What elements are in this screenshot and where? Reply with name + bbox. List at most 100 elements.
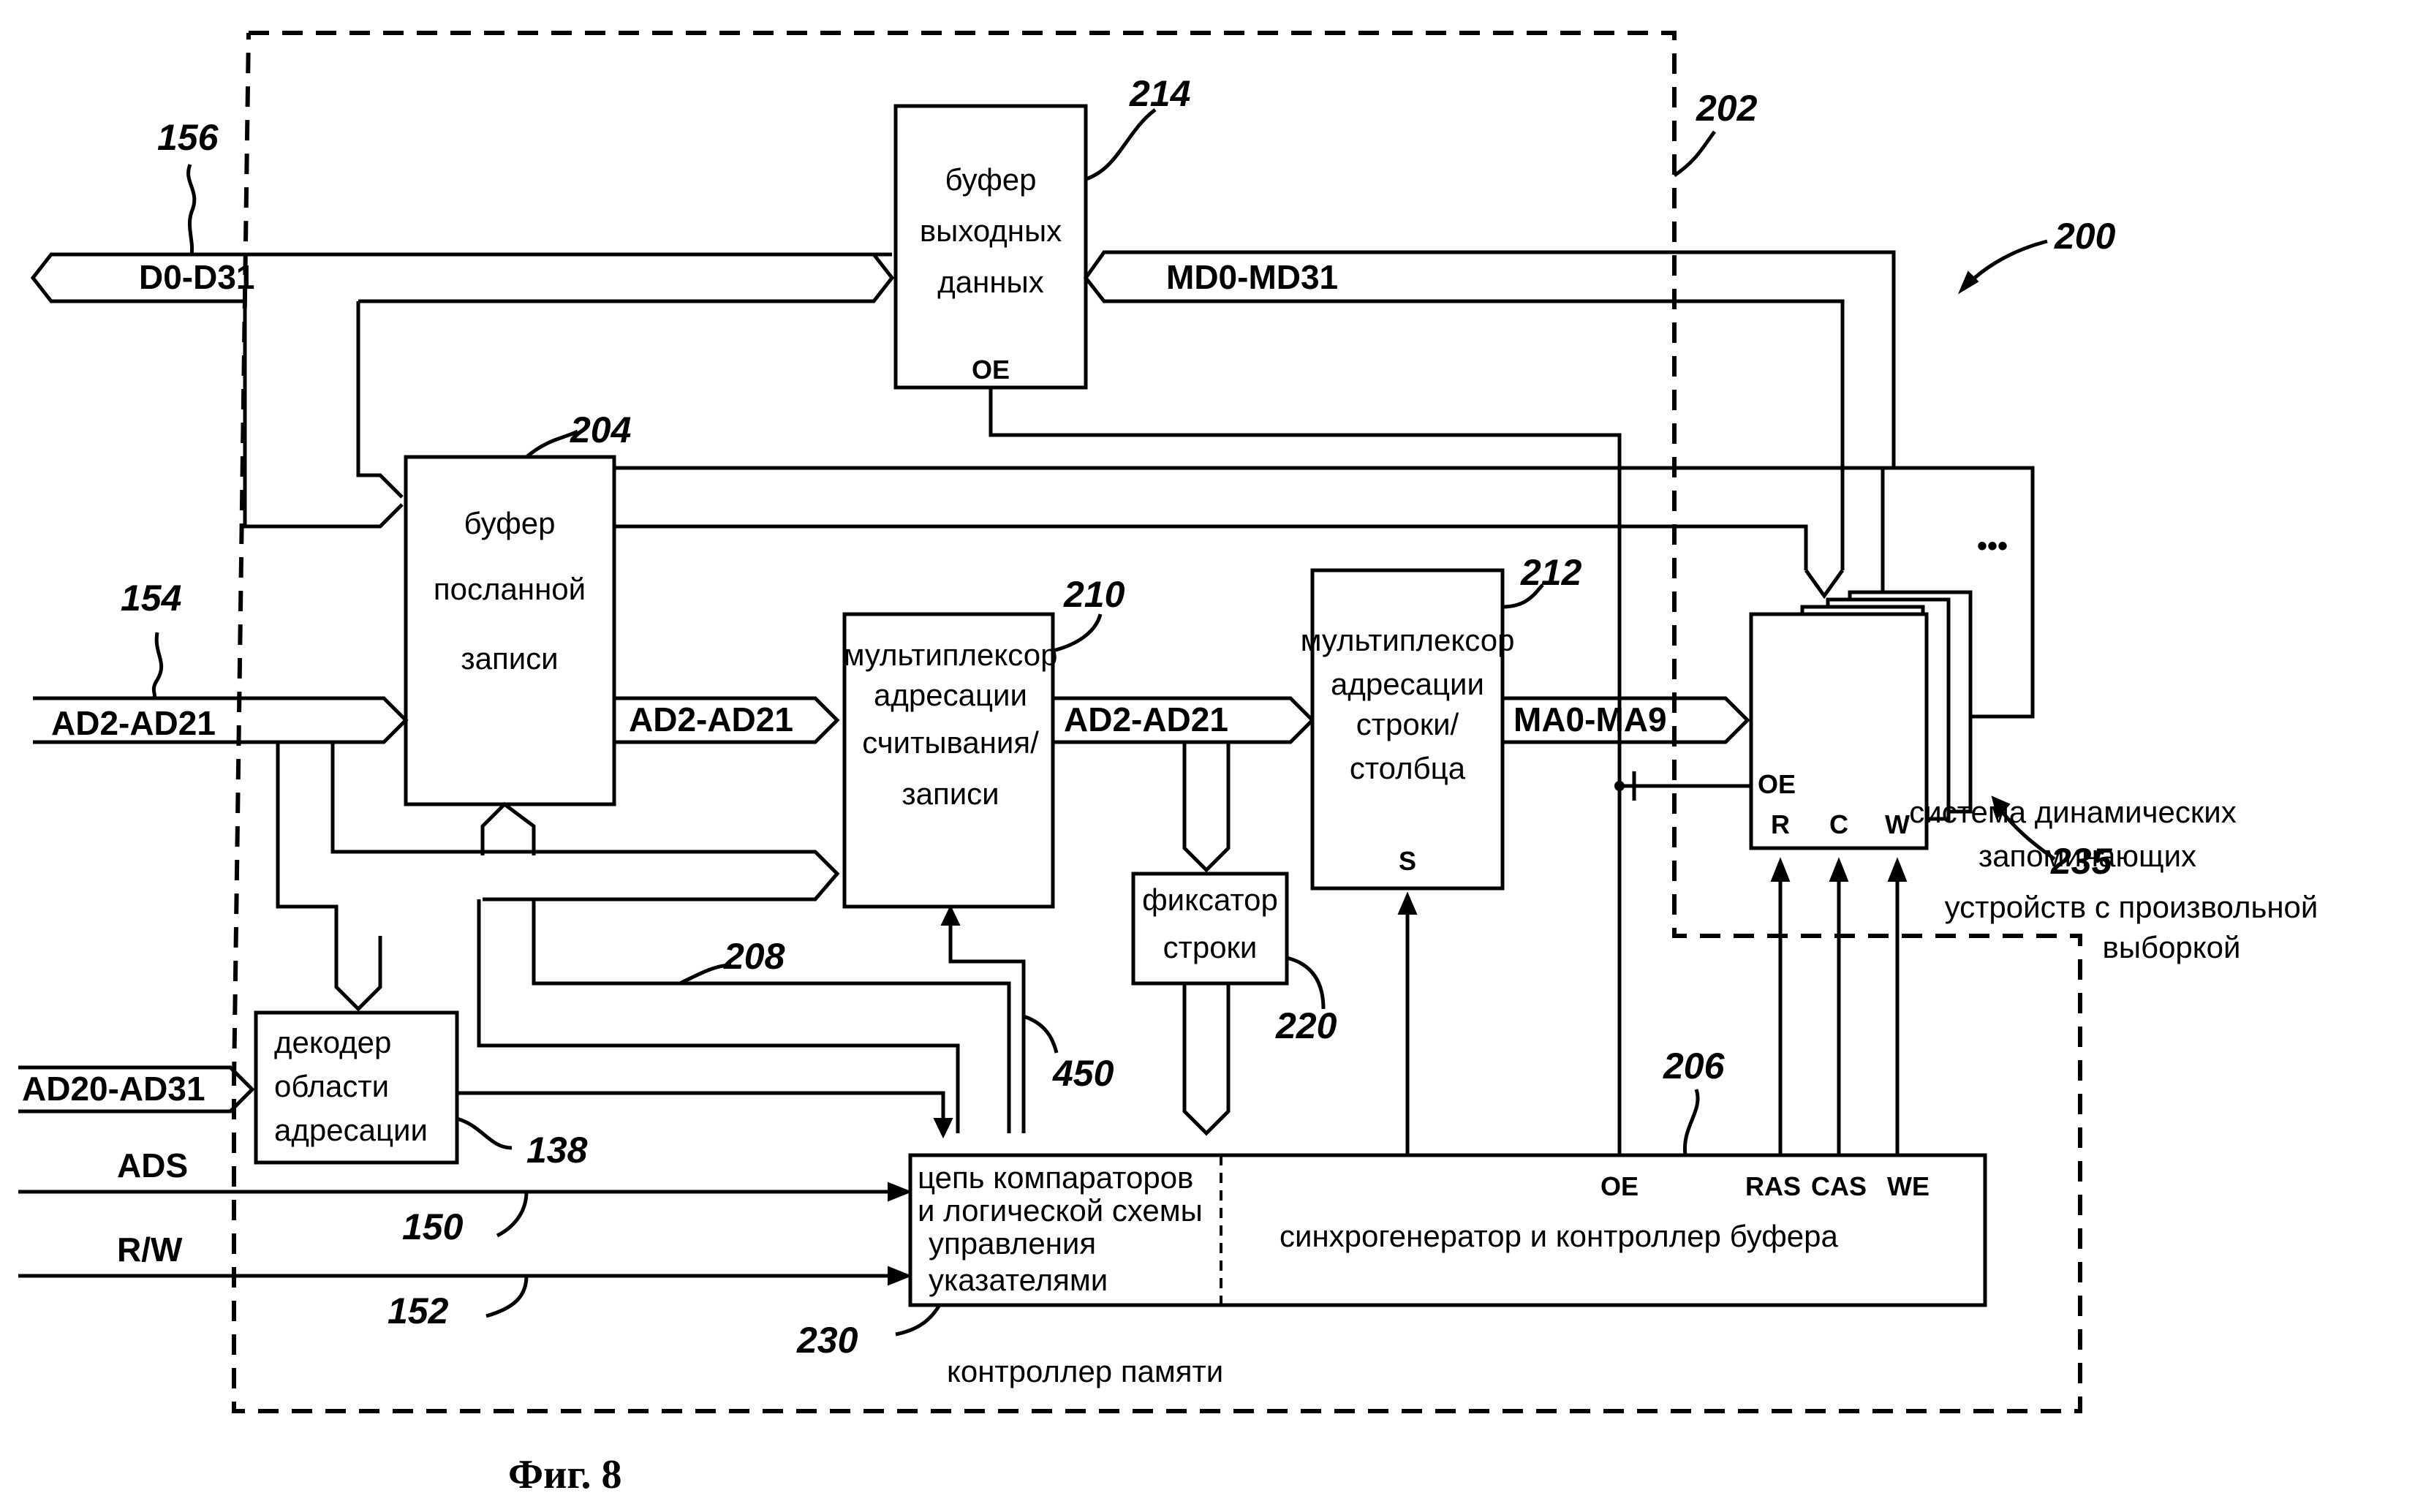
ads-arrowhead xyxy=(888,1182,912,1202)
address-branch-to-decoder xyxy=(276,742,382,1012)
controller-ras-pin: RAS xyxy=(1745,1171,1801,1201)
we-arrowhead xyxy=(1887,857,1908,882)
oe-junction xyxy=(1614,781,1625,791)
high-address-bus xyxy=(18,1065,255,1114)
latch-to-comparator xyxy=(1182,983,1231,1136)
ref-200-arrowhead xyxy=(1957,271,1979,295)
ref-200: 200 xyxy=(2054,216,2116,257)
rw-label: R/W xyxy=(117,1231,183,1269)
output-buffer-line1: буфер xyxy=(945,162,1037,197)
ref-138: 138 xyxy=(526,1130,588,1171)
controller-block xyxy=(908,1153,1987,1307)
ref-206-leader xyxy=(1682,1089,1700,1156)
output-buffer-line3: данных xyxy=(937,265,1043,299)
ref-235: 235 xyxy=(2050,841,2113,882)
data-bus-label: D0-D31 xyxy=(139,258,255,296)
row-latch xyxy=(1131,872,1289,986)
ref-208: 208 xyxy=(723,936,785,977)
ref-230: 230 xyxy=(796,1320,858,1361)
row-latch-line2: строки xyxy=(1163,930,1258,964)
ref-152-leader xyxy=(485,1275,529,1318)
ref-156: 156 xyxy=(157,117,219,158)
decoder-line2: области xyxy=(274,1069,389,1103)
mux-to-latch xyxy=(1182,742,1231,873)
ref-204: 204 xyxy=(570,409,631,450)
row-col-mux xyxy=(1310,568,1505,891)
controller-oe-pin: OE xyxy=(1600,1171,1639,1201)
rw-mux-line3: считывания/ xyxy=(862,725,1039,760)
address-branch-to-mux xyxy=(330,742,840,901)
decoder-line1: декодер xyxy=(274,1025,391,1059)
dram-desc-line1: система динамических xyxy=(1909,795,2236,829)
high-address-bus-label: AD20-AD31 xyxy=(22,1070,205,1108)
ref-206: 206 xyxy=(1663,1046,1726,1086)
dram-oe-pin: OE xyxy=(1758,769,1796,799)
controller-we-pin: WE xyxy=(1887,1171,1930,1201)
dram-desc-line2: запоминающих xyxy=(1978,839,2196,873)
ref-450-leader xyxy=(1023,1014,1059,1054)
address-bus-mid2-label: AD2-AD21 xyxy=(1064,700,1228,738)
ref-235-leader xyxy=(1995,803,2056,861)
ref-152: 152 xyxy=(388,1290,449,1331)
ref-450: 450 xyxy=(1052,1053,1114,1094)
row-col-mux-line2: адресации xyxy=(1331,667,1484,701)
ref-208-leader xyxy=(679,963,732,986)
ads-label: ADS xyxy=(117,1146,188,1184)
memory-address-bus-label: MA0-MA9 xyxy=(1513,700,1667,738)
address-bus-mid1 xyxy=(614,696,840,744)
posted-buffer-line1: буфер xyxy=(464,506,556,540)
ref-220-leader xyxy=(1286,956,1326,1010)
figure-caption: Фиг. 8 xyxy=(508,1452,621,1497)
ref-202: 202 xyxy=(1696,88,1758,129)
dram-stack xyxy=(1749,466,2035,850)
dram-ellipsis: ••• xyxy=(1977,530,2008,562)
buffer-bottom-port xyxy=(480,801,536,855)
mux-control-arrowhead xyxy=(940,904,961,926)
ref-210-leader xyxy=(1052,613,1103,653)
ref-150: 150 xyxy=(402,1206,464,1247)
output-buffer-oe-pin: OE xyxy=(972,355,1010,385)
memory-data-bus-md0-md31 xyxy=(1083,250,1896,570)
rw-address-mux xyxy=(842,612,1055,909)
posted-buffer-line3: записи xyxy=(461,641,558,676)
address-decoder xyxy=(254,1010,459,1165)
row-col-mux-line1: мультиплексор xyxy=(1301,623,1515,657)
controller-cas-pin: CAS xyxy=(1811,1171,1867,1201)
data-bus-d0-d31 xyxy=(30,252,895,529)
row-col-mux-line3: строки/ xyxy=(1356,707,1459,741)
comparator-line3: управления xyxy=(929,1226,1096,1260)
comparator-line2: и логической схемы xyxy=(918,1193,1203,1228)
ref-230-leader xyxy=(895,1304,942,1337)
dram-data-port xyxy=(1804,569,1845,600)
decoder-to-comparator xyxy=(457,1091,945,1130)
row-col-mux-s-pin: S xyxy=(1399,846,1416,876)
address-bus-input-label: AD2-AD21 xyxy=(51,704,216,742)
ref-154: 154 xyxy=(121,578,181,619)
decoder-arrowhead xyxy=(933,1118,953,1139)
rw-mux-line4: записи xyxy=(902,776,999,811)
rw-mux-line2: адресации xyxy=(874,678,1027,712)
output-buffer-line2: выходных xyxy=(920,213,1062,248)
dram-desc-line3: устройств с произвольной xyxy=(1945,890,2318,924)
s-arrowhead xyxy=(1397,891,1418,915)
data-bus-leader xyxy=(186,164,197,255)
comparator-line4: указателями xyxy=(929,1263,1108,1297)
sync-controller-label: синхрогенератор и контроллер буфера xyxy=(1280,1219,1839,1253)
ref-214: 214 xyxy=(1129,73,1190,114)
buffer-to-md-lower xyxy=(614,524,1808,570)
memory-controller-label: контроллер памяти xyxy=(947,1354,1223,1388)
oe-line-output-buffer xyxy=(989,388,1622,1173)
dram-desc-line4: выборкой xyxy=(2103,930,2241,964)
ref-235-arrowhead xyxy=(1991,795,2011,820)
buffer-to-comparator-2 xyxy=(532,899,1011,1133)
ref-212: 212 xyxy=(1520,552,1582,593)
buffer-to-comparator-1 xyxy=(477,899,960,1133)
comparator-to-mux-control xyxy=(948,914,1026,1133)
address-bus-mid1-label: AD2-AD21 xyxy=(629,700,793,738)
ref-212-leader xyxy=(1502,583,1544,609)
ref-204-leader xyxy=(525,429,579,458)
ref-210: 210 xyxy=(1063,574,1125,615)
ras-arrowhead xyxy=(1770,857,1791,882)
dram-w-pin: W xyxy=(1885,809,1910,839)
